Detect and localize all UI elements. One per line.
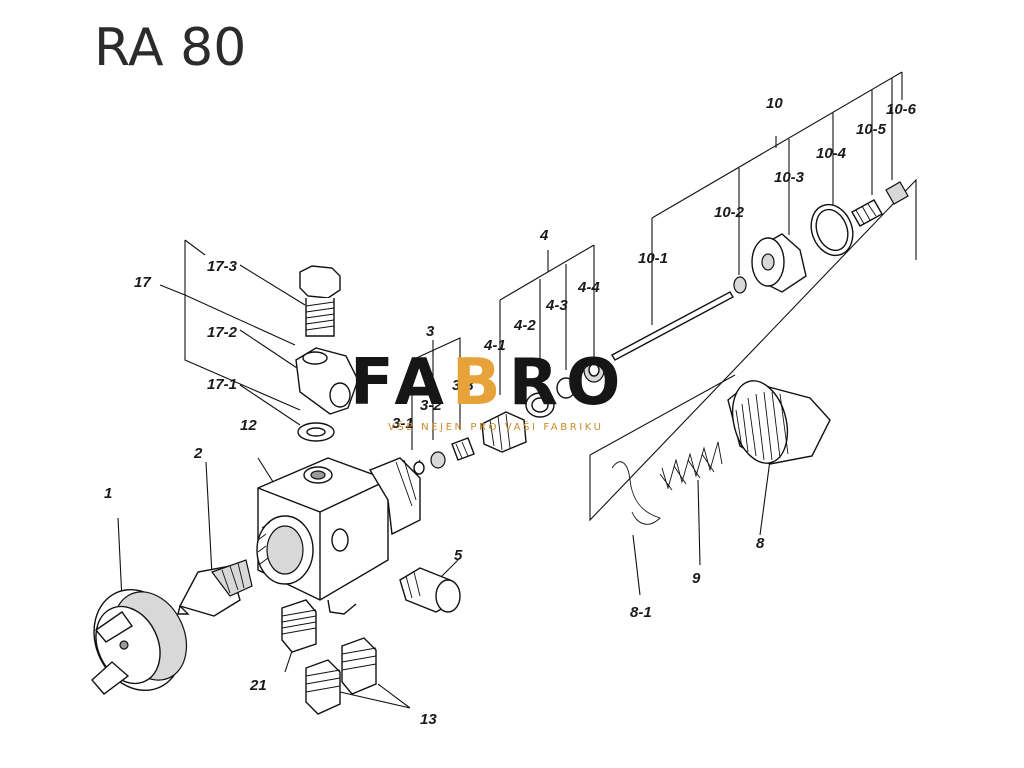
label-3-2: 3-2 [420,397,442,414]
fabro-logo: FABRO VŠE NEJEN PRO VAŠI FABRIKU [350,346,628,433]
label-4-3: 4-3 [545,297,568,314]
label-4: 4 [539,227,549,244]
label-4-4: 4-4 [577,279,600,296]
label-4-2: 4-2 [513,317,536,334]
label-10-5: 10-5 [856,121,887,138]
part-17-bolt-assembly [295,265,359,442]
part-10-needle-group [611,181,909,361]
part-4-valve-group [481,357,605,453]
label-17-2: 17-2 [207,324,238,341]
page-title: RA 80 [94,18,247,78]
part-3-seals [413,437,475,475]
label-10-2: 10-2 [714,204,745,221]
label-8: 8 [756,535,765,552]
label-3: 3 [426,323,435,340]
part-2-nozzle [177,559,253,617]
label-4-1: 4-1 [483,337,506,354]
part-8-1-clip [611,461,661,525]
label-17-1: 17-1 [207,376,237,393]
label-10-3: 10-3 [774,169,805,186]
label-1: 1 [104,485,112,502]
label-10: 10 [766,95,783,112]
part-labels: 1 2 12 17 17-3 17-2 17-1 3 3-3 3-2 3-1 4… [104,95,917,728]
label-21: 21 [249,677,267,694]
part-5-inlet [399,567,461,613]
label-8-1: 8-1 [630,604,652,621]
label-17: 17 [134,274,151,291]
label-13: 13 [420,711,437,728]
label-12: 12 [240,417,257,434]
logo-text-end: RO [509,346,629,420]
label-9: 9 [692,570,701,587]
label-5: 5 [454,547,463,564]
part-1-air-cap [91,588,188,695]
part-13-fittings [305,637,377,715]
label-10-1: 10-1 [638,250,668,267]
part-9-spring [659,441,723,491]
logo-text-start: FA [350,346,452,420]
logo-text-accent: B [452,346,509,420]
part-12-body [256,457,421,615]
label-2: 2 [193,445,203,462]
label-3-3: 3-3 [452,377,474,394]
part-8-knurled-nut [727,380,831,465]
label-3-1: 3-1 [392,415,414,432]
label-10-6: 10-6 [886,101,917,118]
part-21-fitting [281,599,317,653]
label-10-4: 10-4 [816,145,847,162]
svg-text:FABRO: FABRO [350,346,628,420]
label-17-3: 17-3 [207,258,238,275]
logo-tagline: VŠE NEJEN PRO VAŠI FABRIKU [388,420,604,433]
